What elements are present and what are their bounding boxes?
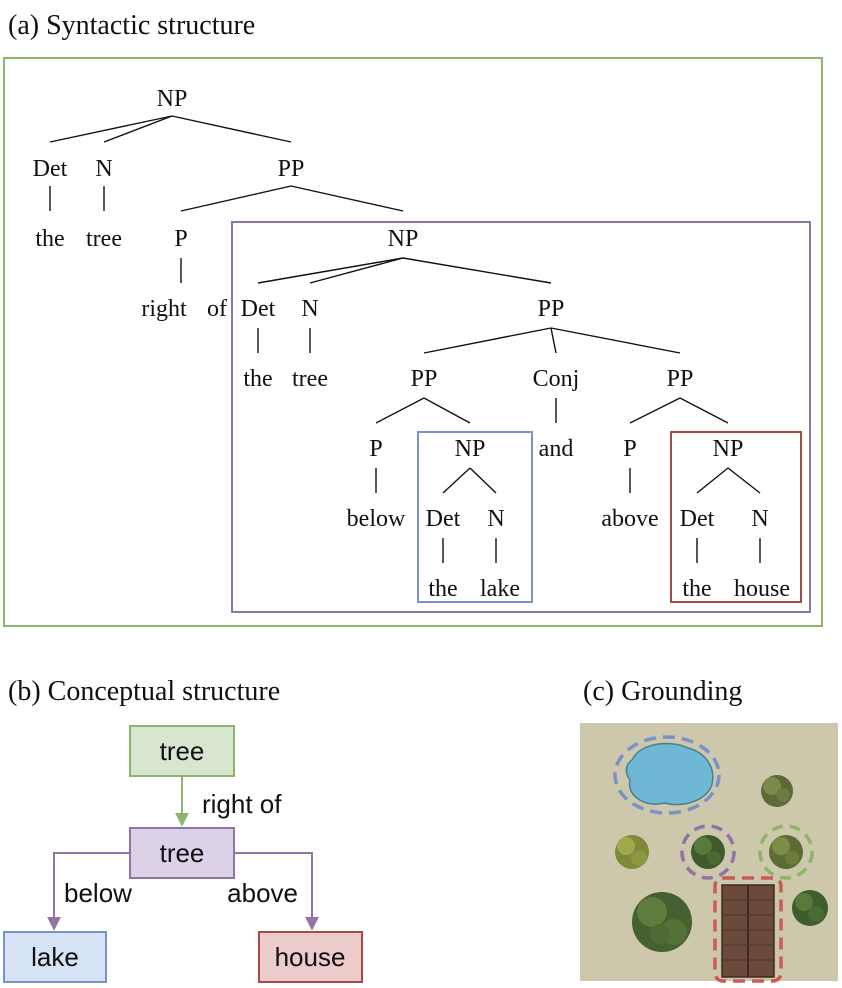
word-lake: lake [480,576,520,602]
edge-below-label: below [64,878,132,908]
concept-node-house [258,931,363,983]
node-pp-2: PP [538,296,565,322]
parse-tree-labels: NP Det N PP the tree P NP right of Det N… [33,86,790,602]
concept-node-tree-1-label: tree [160,736,205,766]
panel-c-title: (c) Grounding [583,676,742,707]
tree-purple-grounding-ring [680,824,736,880]
node-p-2: P [369,436,382,462]
outer-np-frame [3,57,823,627]
node-det-1: Det [33,156,68,182]
house-np-frame [670,431,802,603]
word-the-2: the [243,366,272,392]
word-right: right [141,296,187,322]
lake-icon [625,742,714,806]
edge-above-label: above [227,878,298,908]
tree-icon [761,775,793,807]
word-and: and [539,436,574,462]
lake-np-frame [417,431,533,603]
node-det-4: Det [680,506,715,532]
word-of: of [207,296,227,322]
tree-icon [615,835,649,869]
concept-node-tree-2-label: tree [160,838,205,868]
concept-node-lake-label: lake [31,942,79,972]
node-conj: Conj [533,366,580,392]
node-np-3: NP [455,436,486,462]
concept-node-house-label: house [275,942,346,972]
node-pp-4: PP [667,366,694,392]
panel-b-title: (b) Conceptual structure [8,676,280,707]
tree-green-grounding-ring [758,824,814,880]
tree-icon [769,835,803,869]
parse-tree-edges [49,115,761,563]
node-np-root: NP [157,86,188,112]
grounding-scene [580,723,838,983]
house-grounding-ring [713,876,783,983]
word-the-4: the [682,576,711,602]
tree-icon [632,892,692,952]
word-the-1: the [35,226,64,252]
tree-icon [691,835,725,869]
concept-node-lake [3,931,107,983]
node-np-4: NP [713,436,744,462]
node-n-4: N [751,506,768,532]
word-tree-1: tree [86,226,122,252]
node-det-2: Det [241,296,276,322]
node-n-1: N [95,156,112,182]
node-p-3: P [623,436,636,462]
node-p-1: P [174,226,187,252]
panel-a-title: (a) Syntactic structure [8,10,255,41]
node-pp-3: PP [411,366,438,392]
edge-below [47,852,130,931]
node-n-2: N [301,296,318,322]
edge-above [234,852,319,931]
node-det-3: Det [426,506,461,532]
lake-grounding-ring [613,735,721,815]
concept-graph: tree right of tree below above lake hous… [3,725,363,983]
inner-np-frame [231,221,811,613]
concept-node-tree-2 [129,827,235,879]
word-below: below [347,506,406,532]
node-pp-1: PP [278,156,305,182]
tree-icon [792,890,828,926]
word-tree-2: tree [292,366,328,392]
word-the-3: the [428,576,457,602]
edge-right-of-label: right of [202,789,282,819]
house-icon [721,884,775,978]
node-np-2: NP [388,226,419,252]
node-n-3: N [487,506,504,532]
word-house: house [734,576,790,602]
word-above: above [601,506,658,532]
